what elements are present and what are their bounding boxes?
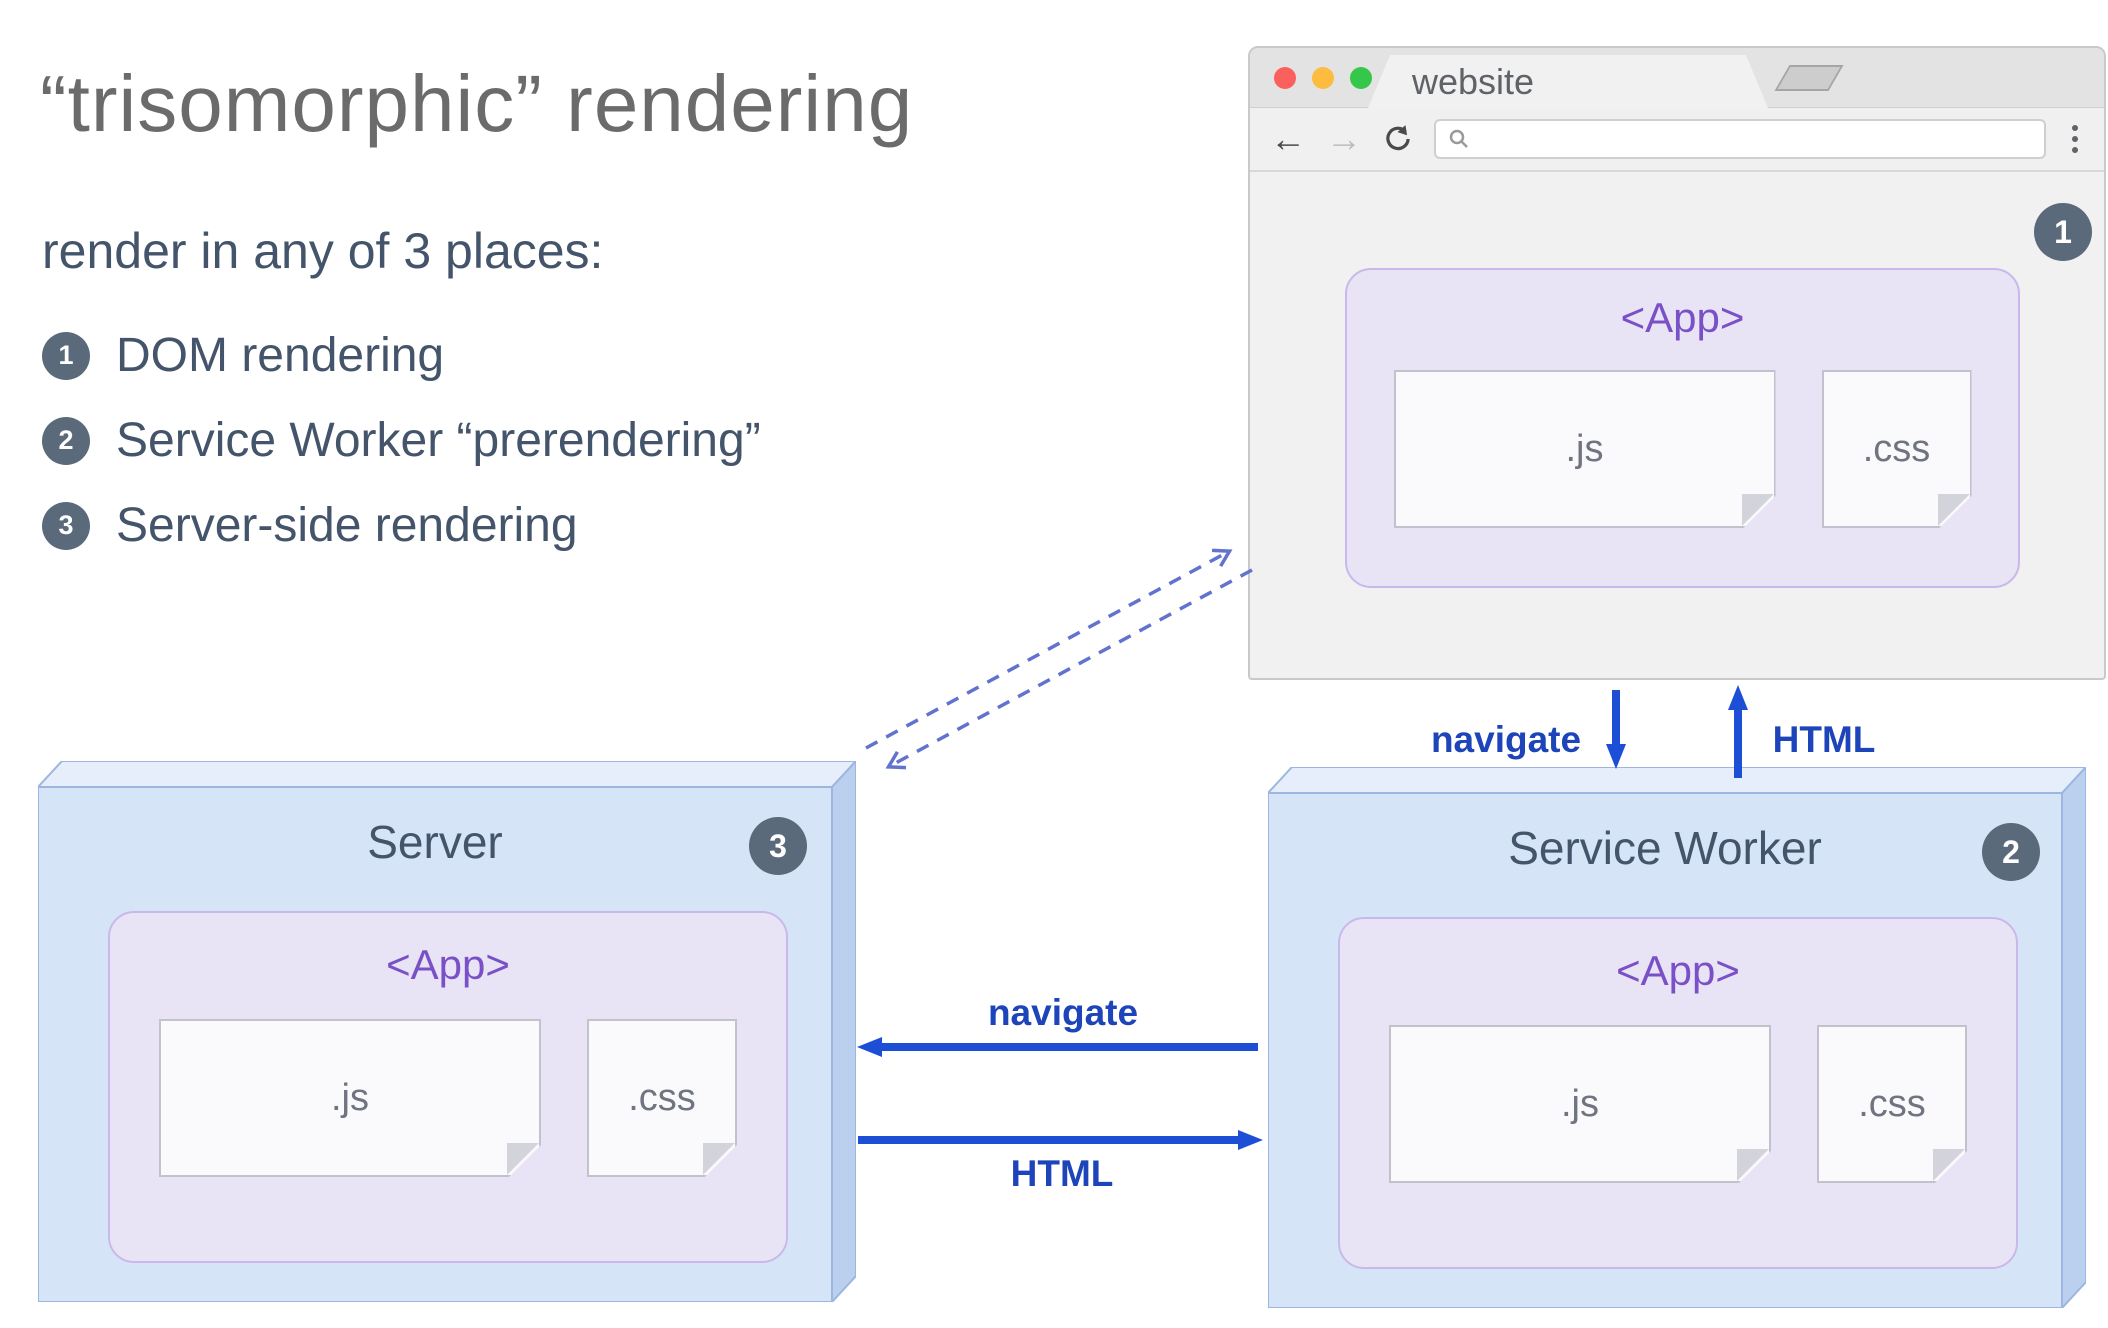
service-worker-step-badge: 2 (1982, 823, 2040, 881)
js-file-icon: .js (159, 1019, 541, 1177)
browser-step-badge: 1 (2034, 203, 2092, 261)
service-worker-app-label: <App> (1616, 947, 1740, 994)
dashed-arrow-to-server (885, 568, 1253, 770)
server-app-label: <App> (386, 941, 510, 988)
css-file-icon: .css (1822, 370, 1972, 528)
legend-item-server-side: 3 Server-side rendering (42, 498, 761, 553)
js-file-label: .js (1561, 1082, 1599, 1125)
legend-badge-3: 3 (42, 501, 90, 550)
legend-label-1: DOM rendering (116, 329, 445, 382)
browser-tab-title: website (1412, 60, 1535, 102)
browser-app-box: <App> .js .css (1345, 268, 2020, 588)
server-box: Server 3 <App> .js .css (38, 761, 856, 1302)
server-step-badge: 3 (749, 817, 807, 875)
js-file-icon: .js (1394, 370, 1776, 528)
js-file-label: .js (331, 1076, 369, 1119)
navigate-left-label: navigate (987, 992, 1139, 1033)
service-worker-title: Service Worker (1508, 822, 1822, 874)
menu-button[interactable] (2066, 121, 2084, 157)
new-tab-button[interactable] (1774, 65, 1844, 91)
legend-item-dom: 1 DOM rendering (42, 328, 761, 383)
search-icon (1449, 129, 1468, 148)
css-file-label: .css (628, 1076, 696, 1119)
css-file-label: .css (1858, 1082, 1926, 1125)
window-controls (1274, 67, 1372, 89)
html-up-label: HTML (1772, 719, 1876, 760)
browser-file-row: .js .css (1347, 370, 2018, 528)
browser-toolbar: ← → (1250, 108, 2104, 172)
browser-app-label: <App> (1620, 294, 1745, 341)
folded-corner-icon (1938, 494, 1970, 526)
navigate-down-label: navigate (1430, 719, 1582, 760)
folded-corner-icon (703, 1143, 735, 1175)
css-file-icon: .css (587, 1019, 737, 1177)
refresh-button[interactable] (1382, 123, 1414, 155)
page-subtitle: render in any of 3 places: (42, 223, 604, 279)
close-window-icon[interactable] (1274, 67, 1296, 89)
minimize-window-icon[interactable] (1312, 67, 1334, 89)
server-title: Server (367, 816, 503, 868)
refresh-icon (1386, 125, 1410, 151)
url-bar[interactable] (1434, 119, 2046, 159)
html-right-label: HTML (1010, 1153, 1114, 1194)
folded-corner-icon (1742, 494, 1774, 526)
service-worker-box: Service Worker 2 <App> .js .css (1268, 767, 2086, 1308)
css-file-label: .css (1862, 427, 1931, 470)
browser-window: website ← → <App> .js .css (1248, 46, 2106, 680)
folded-corner-icon (507, 1143, 539, 1175)
browser-tabbar: website (1250, 48, 2104, 108)
server-app-box: <App> .js .css (108, 911, 788, 1263)
maximize-window-icon[interactable] (1350, 67, 1372, 89)
legend-item-service-worker: 2 Service Worker “prerendering” (42, 413, 761, 468)
server-file-row: .js .css (110, 1019, 786, 1177)
js-file-icon: .js (1389, 1025, 1771, 1183)
dashed-arrow-to-browser (865, 548, 1233, 750)
legend-list: 1 DOM rendering 2 Service Worker “preren… (42, 328, 761, 553)
back-button[interactable]: ← (1270, 118, 1306, 159)
js-file-label: .js (1565, 427, 1604, 470)
folded-corner-icon (1737, 1149, 1769, 1181)
browser-tab[interactable]: website (1368, 55, 1768, 108)
legend-label-3: Server-side rendering (116, 499, 578, 552)
service-worker-file-row: .js .css (1340, 1025, 2016, 1183)
css-file-icon: .css (1817, 1025, 1967, 1183)
legend-badge-2: 2 (42, 416, 90, 465)
service-worker-app-box: <App> .js .css (1338, 917, 2018, 1269)
folded-corner-icon (1933, 1149, 1965, 1181)
page-title: “trisomorphic” rendering (40, 59, 914, 148)
legend-badge-1: 1 (42, 331, 90, 380)
forward-button[interactable]: → (1326, 118, 1362, 159)
legend-label-2: Service Worker “prerendering” (116, 414, 761, 467)
